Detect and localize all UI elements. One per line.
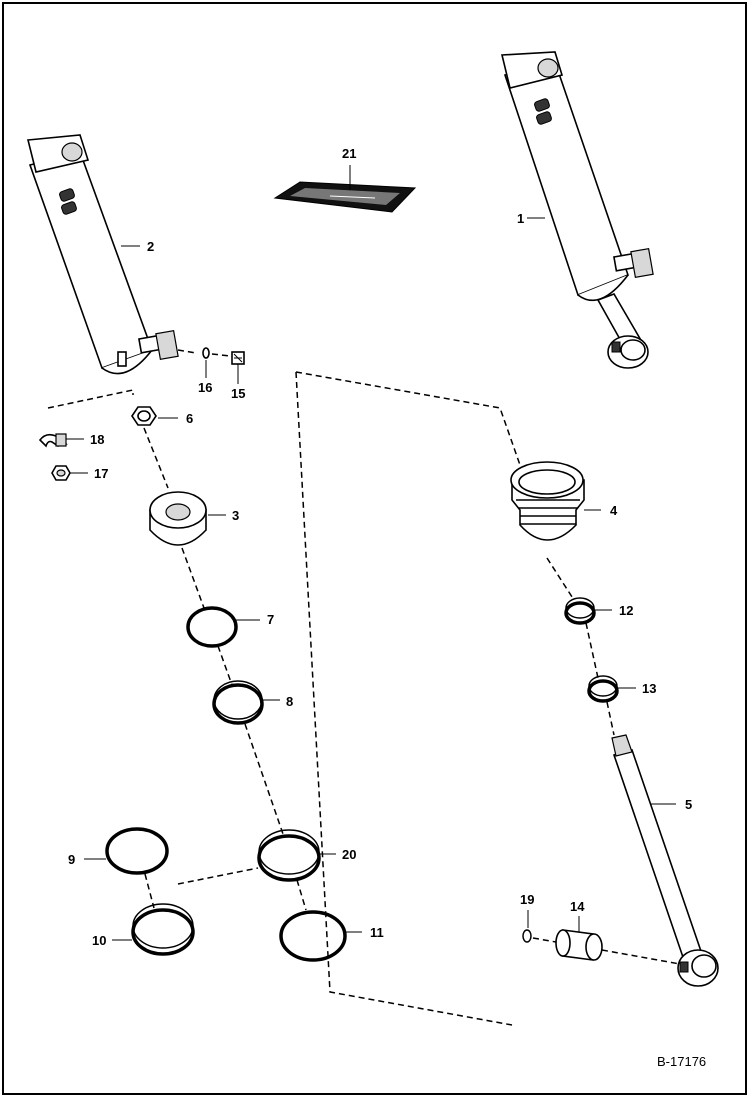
callout-13: 13 [642, 681, 656, 696]
callout-21: 21 [342, 146, 356, 161]
leader-lines [66, 165, 676, 941]
callout-15: 15 [231, 386, 245, 401]
gland-4[interactable] [510, 461, 585, 541]
bushing-14[interactable] [555, 929, 603, 961]
cylinder-assembly-right[interactable] [500, 51, 654, 369]
o-ring-19[interactable] [522, 929, 532, 943]
backup-ring-8[interactable] [212, 680, 264, 725]
o-ring-11[interactable] [279, 910, 347, 962]
backup-ring-10[interactable] [131, 903, 195, 956]
callout-4: 4 [610, 503, 618, 518]
seal-20[interactable] [257, 829, 321, 882]
nut-17[interactable] [51, 465, 71, 481]
seal-12[interactable] [564, 597, 596, 625]
callout-1: 1 [517, 211, 524, 226]
callout-5: 5 [685, 797, 692, 812]
callout-labels: 1 2 3 4 5 6 7 8 9 10 11 12 13 14 15 16 1… [68, 146, 692, 948]
decal-21[interactable] [273, 181, 417, 213]
reference-code: B-17176 [657, 1054, 706, 1069]
callout-14: 14 [570, 899, 585, 914]
callout-8: 8 [286, 694, 293, 709]
assembly-lines [47, 349, 681, 1026]
callout-19: 19 [520, 892, 534, 907]
clamp-18[interactable] [38, 433, 68, 448]
nut-6[interactable] [131, 406, 157, 426]
callout-11: 11 [370, 925, 384, 940]
callout-10: 10 [92, 933, 106, 948]
rod-5[interactable] [611, 734, 719, 987]
callout-3: 3 [232, 508, 239, 523]
o-ring-7[interactable] [186, 606, 238, 648]
seal-13[interactable] [587, 675, 619, 703]
piston-3[interactable] [149, 491, 207, 546]
callout-17: 17 [94, 466, 108, 481]
callout-6: 6 [186, 411, 193, 426]
o-ring-9[interactable] [105, 827, 169, 875]
callout-9: 9 [68, 852, 75, 867]
callout-16: 16 [198, 380, 212, 395]
callout-18: 18 [90, 432, 104, 447]
callout-7: 7 [267, 612, 274, 627]
callout-12: 12 [619, 603, 633, 618]
callout-20: 20 [342, 847, 356, 862]
callout-2: 2 [147, 239, 154, 254]
cylinder-barrel-left[interactable] [26, 134, 179, 375]
o-ring-16[interactable] [202, 347, 210, 359]
plug-15[interactable] [231, 351, 245, 365]
